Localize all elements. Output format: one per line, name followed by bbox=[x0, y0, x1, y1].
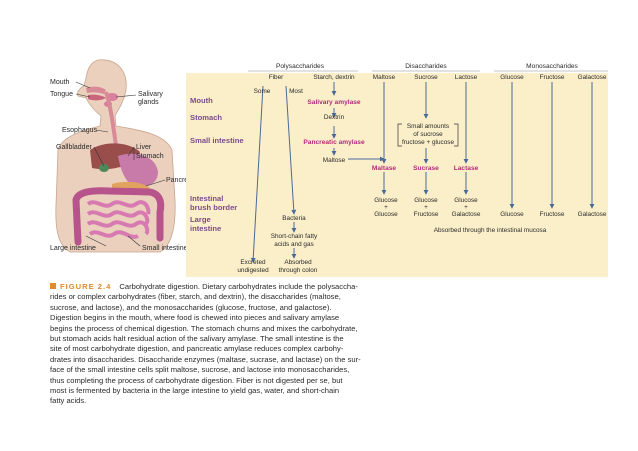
label-pancreas: Pancreas bbox=[166, 177, 196, 184]
flow-lactose: Lactose bbox=[455, 74, 478, 81]
product-glucose-4: Glucose bbox=[454, 197, 478, 204]
enzyme-sucrase: Sucrase bbox=[413, 165, 439, 172]
enzyme-salivary-amylase: Salivary amylase bbox=[307, 99, 360, 106]
region-stomach: Stomach bbox=[190, 113, 222, 122]
label-large-intestine: Large intestine bbox=[50, 245, 96, 252]
label-mouth: Mouth bbox=[50, 79, 70, 86]
gallbladder-organ bbox=[99, 164, 109, 172]
product-glucose-2: Glucose bbox=[374, 211, 398, 218]
flow-most: Most bbox=[289, 88, 303, 95]
enzyme-pancreatic-amylase: Pancreatic amylase bbox=[303, 139, 365, 146]
caption-figure-label: FIGURE 2.4 bbox=[60, 282, 112, 291]
flow-arrows bbox=[250, 82, 595, 263]
caption-text: Carbohydrate digestion. Dietary carbohyd… bbox=[50, 282, 361, 406]
header-monosaccharides: Monosaccharides bbox=[526, 63, 578, 70]
product-plus-1: + bbox=[384, 204, 388, 211]
stomach-organ bbox=[118, 153, 158, 187]
product-plus-2: + bbox=[424, 204, 428, 211]
label-gallbladder: Gallbladder bbox=[56, 144, 92, 151]
product-galactose: Galactose bbox=[452, 211, 481, 218]
label-liver: Liver bbox=[136, 144, 152, 151]
mono-galactose-bottom: Galactose bbox=[578, 211, 607, 218]
label-tongue: Tongue bbox=[50, 91, 73, 98]
product-plus-3: + bbox=[464, 204, 468, 211]
flow-some: Some bbox=[254, 88, 271, 95]
region-small-intestine: Small intestine bbox=[190, 136, 244, 145]
label-small-intestine: Small intestine bbox=[142, 245, 188, 252]
label-esophagus: Esophagus bbox=[62, 127, 98, 134]
mono-glucose-top: Glucose bbox=[500, 74, 524, 81]
small-amounts-bracket bbox=[397, 123, 459, 147]
mono-fructose-bottom: Fructose bbox=[540, 211, 565, 218]
small-intestine-organ bbox=[86, 200, 151, 239]
flow-bacteria: Bacteria bbox=[282, 215, 306, 222]
flow-starch-dextrin: Starch, dextrin bbox=[313, 74, 355, 81]
header-polysaccharides: Polysaccharides bbox=[276, 63, 325, 70]
mono-fructose-top: Fructose bbox=[540, 74, 565, 81]
flow-fiber: Fiber bbox=[269, 74, 284, 81]
large-intestine-organ bbox=[72, 187, 165, 246]
flow-fructose-glucose: fructose + glucose bbox=[402, 139, 454, 146]
mono-glucose-bottom: Glucose bbox=[500, 211, 524, 218]
absorbed-mucosa: Absorbed through the intestinal mucosa bbox=[434, 227, 547, 234]
caption-square-icon bbox=[50, 283, 56, 289]
mono-galactose-top: Galactose bbox=[578, 74, 607, 81]
anatomy-leaders bbox=[75, 81, 166, 247]
product-fructose: Fructose bbox=[414, 211, 439, 218]
product-glucose-1: Glucose bbox=[374, 197, 398, 204]
header-disaccharides: Disaccharides bbox=[405, 63, 447, 70]
flow-maltose: Maltose bbox=[373, 74, 396, 81]
flow-dextrin: Dextrin bbox=[324, 114, 345, 121]
flow-panel bbox=[186, 73, 608, 277]
enzyme-maltase: Maltase bbox=[372, 165, 397, 172]
label-stomach: Stomach bbox=[136, 153, 164, 160]
tongue-organ bbox=[88, 94, 106, 101]
mouth-cavity bbox=[86, 86, 106, 94]
flow-sucrose: Sucrose bbox=[414, 74, 438, 81]
region-mouth: Mouth bbox=[190, 96, 213, 105]
enzyme-lactase: Lactase bbox=[454, 165, 479, 172]
product-glucose-3: Glucose bbox=[414, 197, 438, 204]
flow-maltose-mid: Maltose bbox=[323, 157, 346, 164]
